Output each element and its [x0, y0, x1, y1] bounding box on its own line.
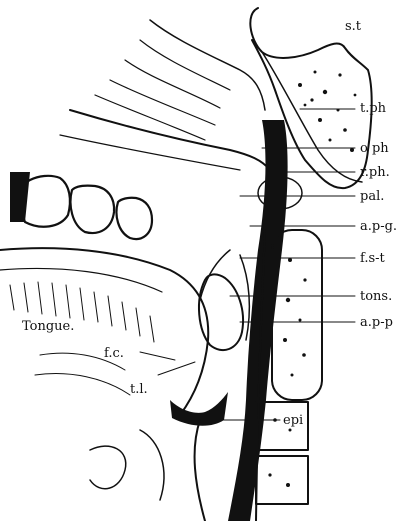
- label-app: a.p-p: [360, 315, 393, 330]
- nasal-region: [60, 20, 270, 170]
- label-tph: t.ph: [360, 101, 387, 116]
- label-tons: tons.: [360, 289, 392, 304]
- label-rph: r.ph.: [360, 165, 390, 180]
- pharynx: [170, 120, 288, 521]
- label-fst: f.s-t: [360, 251, 386, 266]
- label-apg: a.p-g.: [360, 219, 397, 234]
- teeth: [10, 172, 152, 239]
- label-epi: epi: [283, 413, 303, 428]
- label-fc: f.c.: [104, 346, 124, 361]
- label-tongue: Tongue.: [22, 319, 74, 334]
- label-pal: pal.: [360, 189, 384, 204]
- label-tl: t.l.: [130, 382, 148, 397]
- tonsil-region: [199, 177, 302, 350]
- label-st: s.t: [345, 19, 362, 34]
- label-oph: o ph: [360, 141, 389, 156]
- epiglottis-region: [90, 420, 205, 521]
